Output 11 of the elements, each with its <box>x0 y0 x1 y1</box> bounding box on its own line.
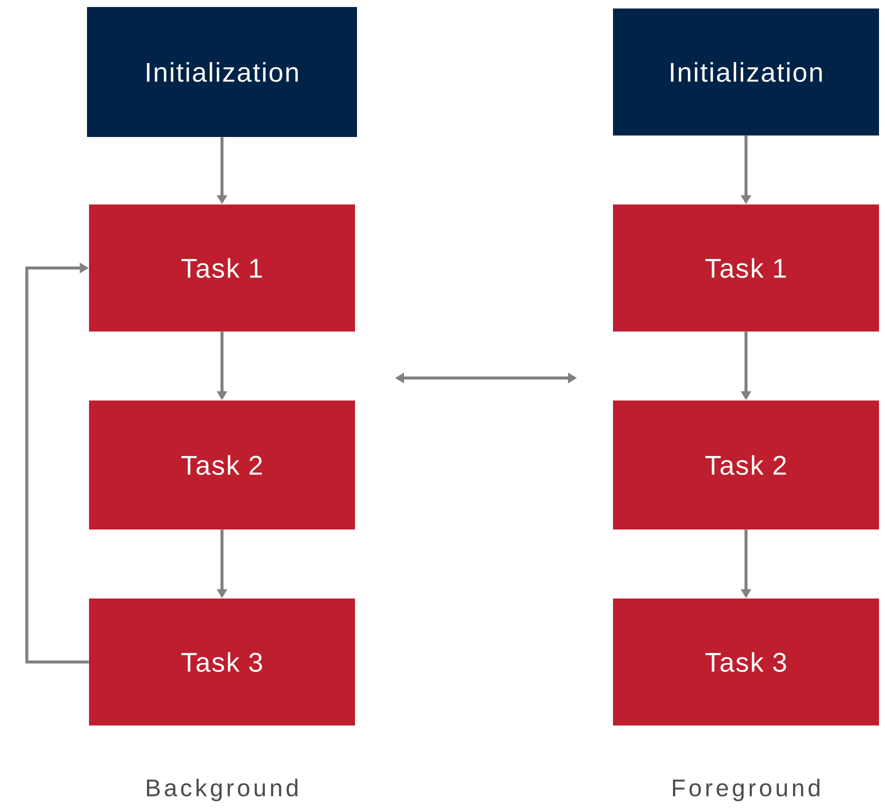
task-box: Task 3 <box>89 598 355 726</box>
task-box: Task 3 <box>613 598 879 726</box>
task-box: Task 2 <box>89 400 355 530</box>
arrow <box>25 262 89 664</box>
column-label: Background <box>146 778 298 802</box>
task-box: Task 1 <box>613 204 879 332</box>
column-label: Foreground <box>672 778 820 802</box>
task-box: Task 2 <box>613 400 879 530</box>
task-box: Task 1 <box>89 204 355 332</box>
initialization-box: Initialization <box>87 7 357 137</box>
initialization-box: Initialization <box>613 8 879 136</box>
